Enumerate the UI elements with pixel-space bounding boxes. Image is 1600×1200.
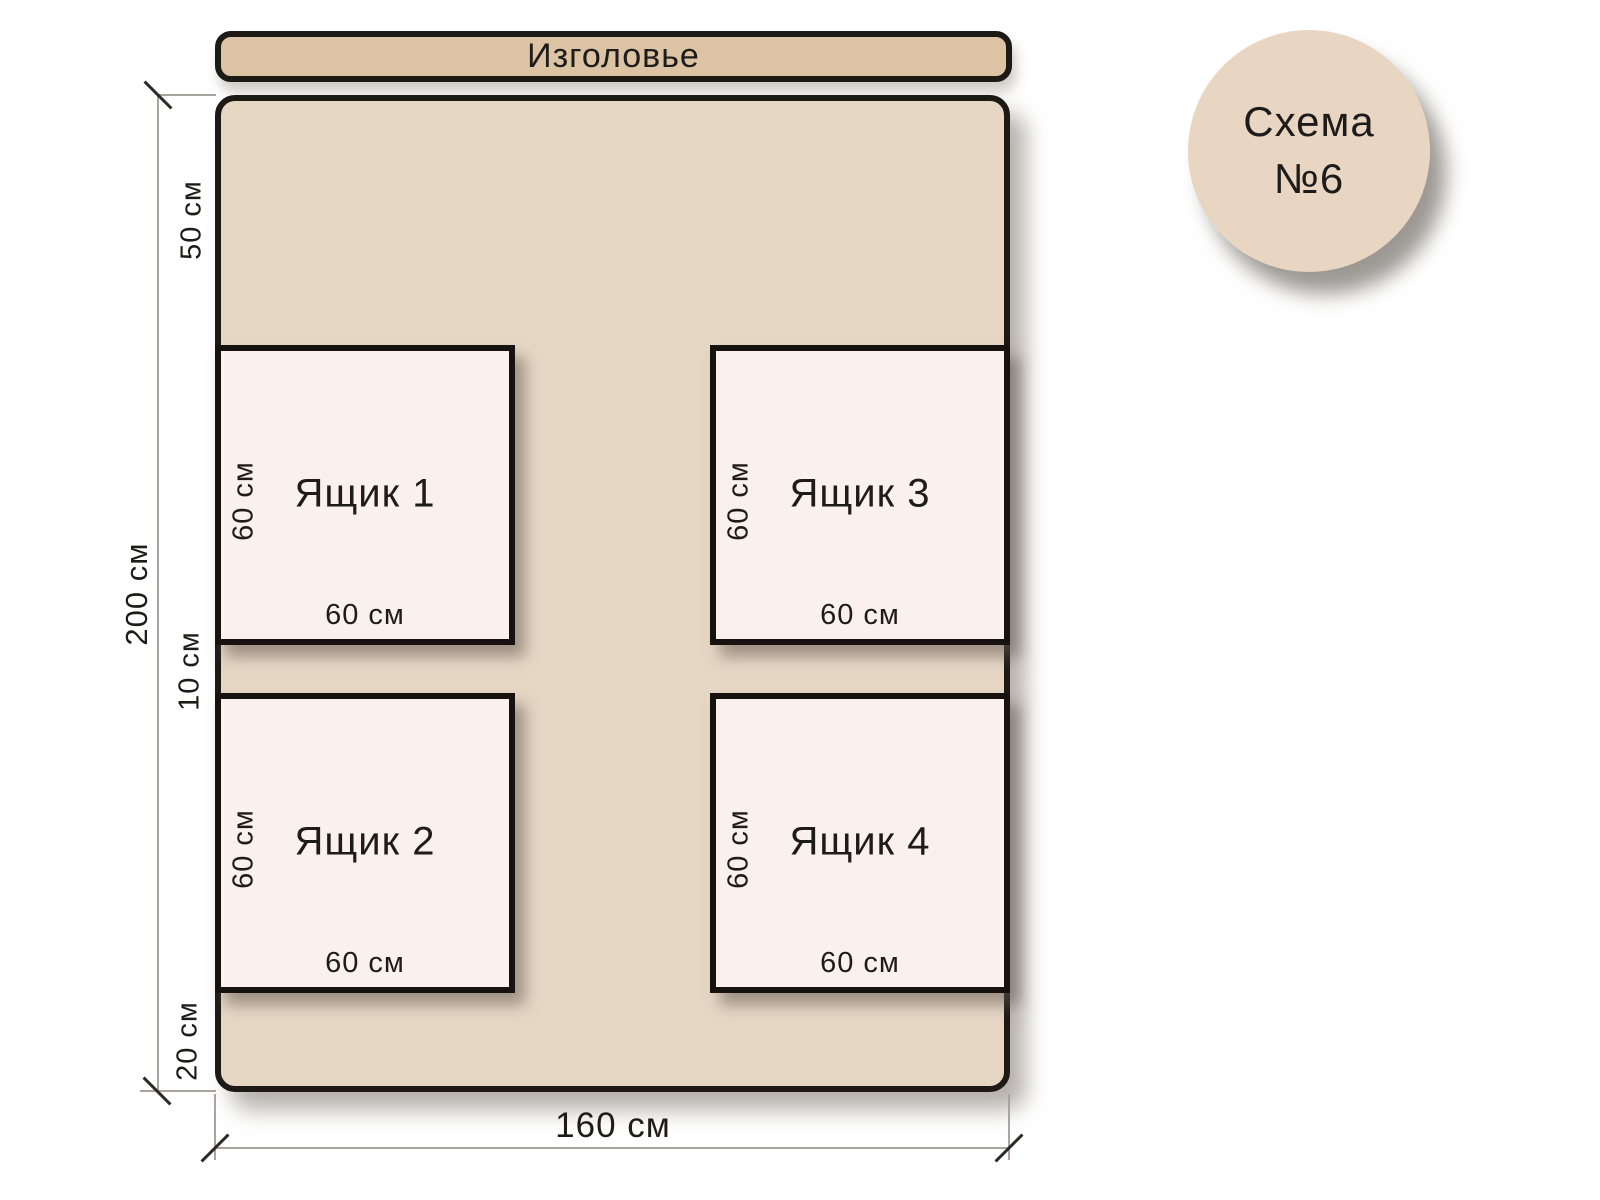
height-dim-top-extension [158,94,216,96]
width-dimension-line [215,1147,1010,1149]
head-offset-label: 50 см [175,180,208,260]
drawer-4-label: Ящик 4 [789,819,931,864]
height-dimension-line [157,95,159,1092]
width-dim-left-extension [214,1094,216,1160]
total-height-label: 200 см [119,542,154,646]
drawer-4: 60 см Ящик 4 60 см [710,693,1010,993]
foot-offset-label: 20 см [171,1001,204,1081]
drawer-4-width-label: 60 см [820,947,900,979]
drawer-3-label: Ящик 3 [789,471,931,516]
drawer-3-width-label: 60 см [820,599,900,631]
drawer-1: 60 см Ящик 1 60 см [215,345,515,645]
scheme-badge-line2: №6 [1273,155,1345,202]
drawer-2-width-label: 60 см [325,947,405,979]
drawer-1-label: Ящик 1 [294,471,436,516]
drawer-2: 60 см Ящик 2 60 см [215,693,515,993]
height-dim-bottom-extension [140,1090,216,1092]
scheme-number-badge: Схема №6 [1188,30,1430,272]
drawer-1-width-label: 60 см [325,599,405,631]
drawer-2-label: Ящик 2 [294,819,436,864]
drawer-3: 60 см Ящик 3 60 см [710,345,1010,645]
headboard-label: Изголовье [527,37,700,75]
width-dim-right-extension [1008,1094,1010,1160]
headboard-bar: Изголовье [215,31,1012,82]
scheme-badge-line1: Схема [1243,98,1375,146]
total-width-label: 160 см [555,1106,671,1145]
row-gap-label: 10 см [173,631,206,711]
